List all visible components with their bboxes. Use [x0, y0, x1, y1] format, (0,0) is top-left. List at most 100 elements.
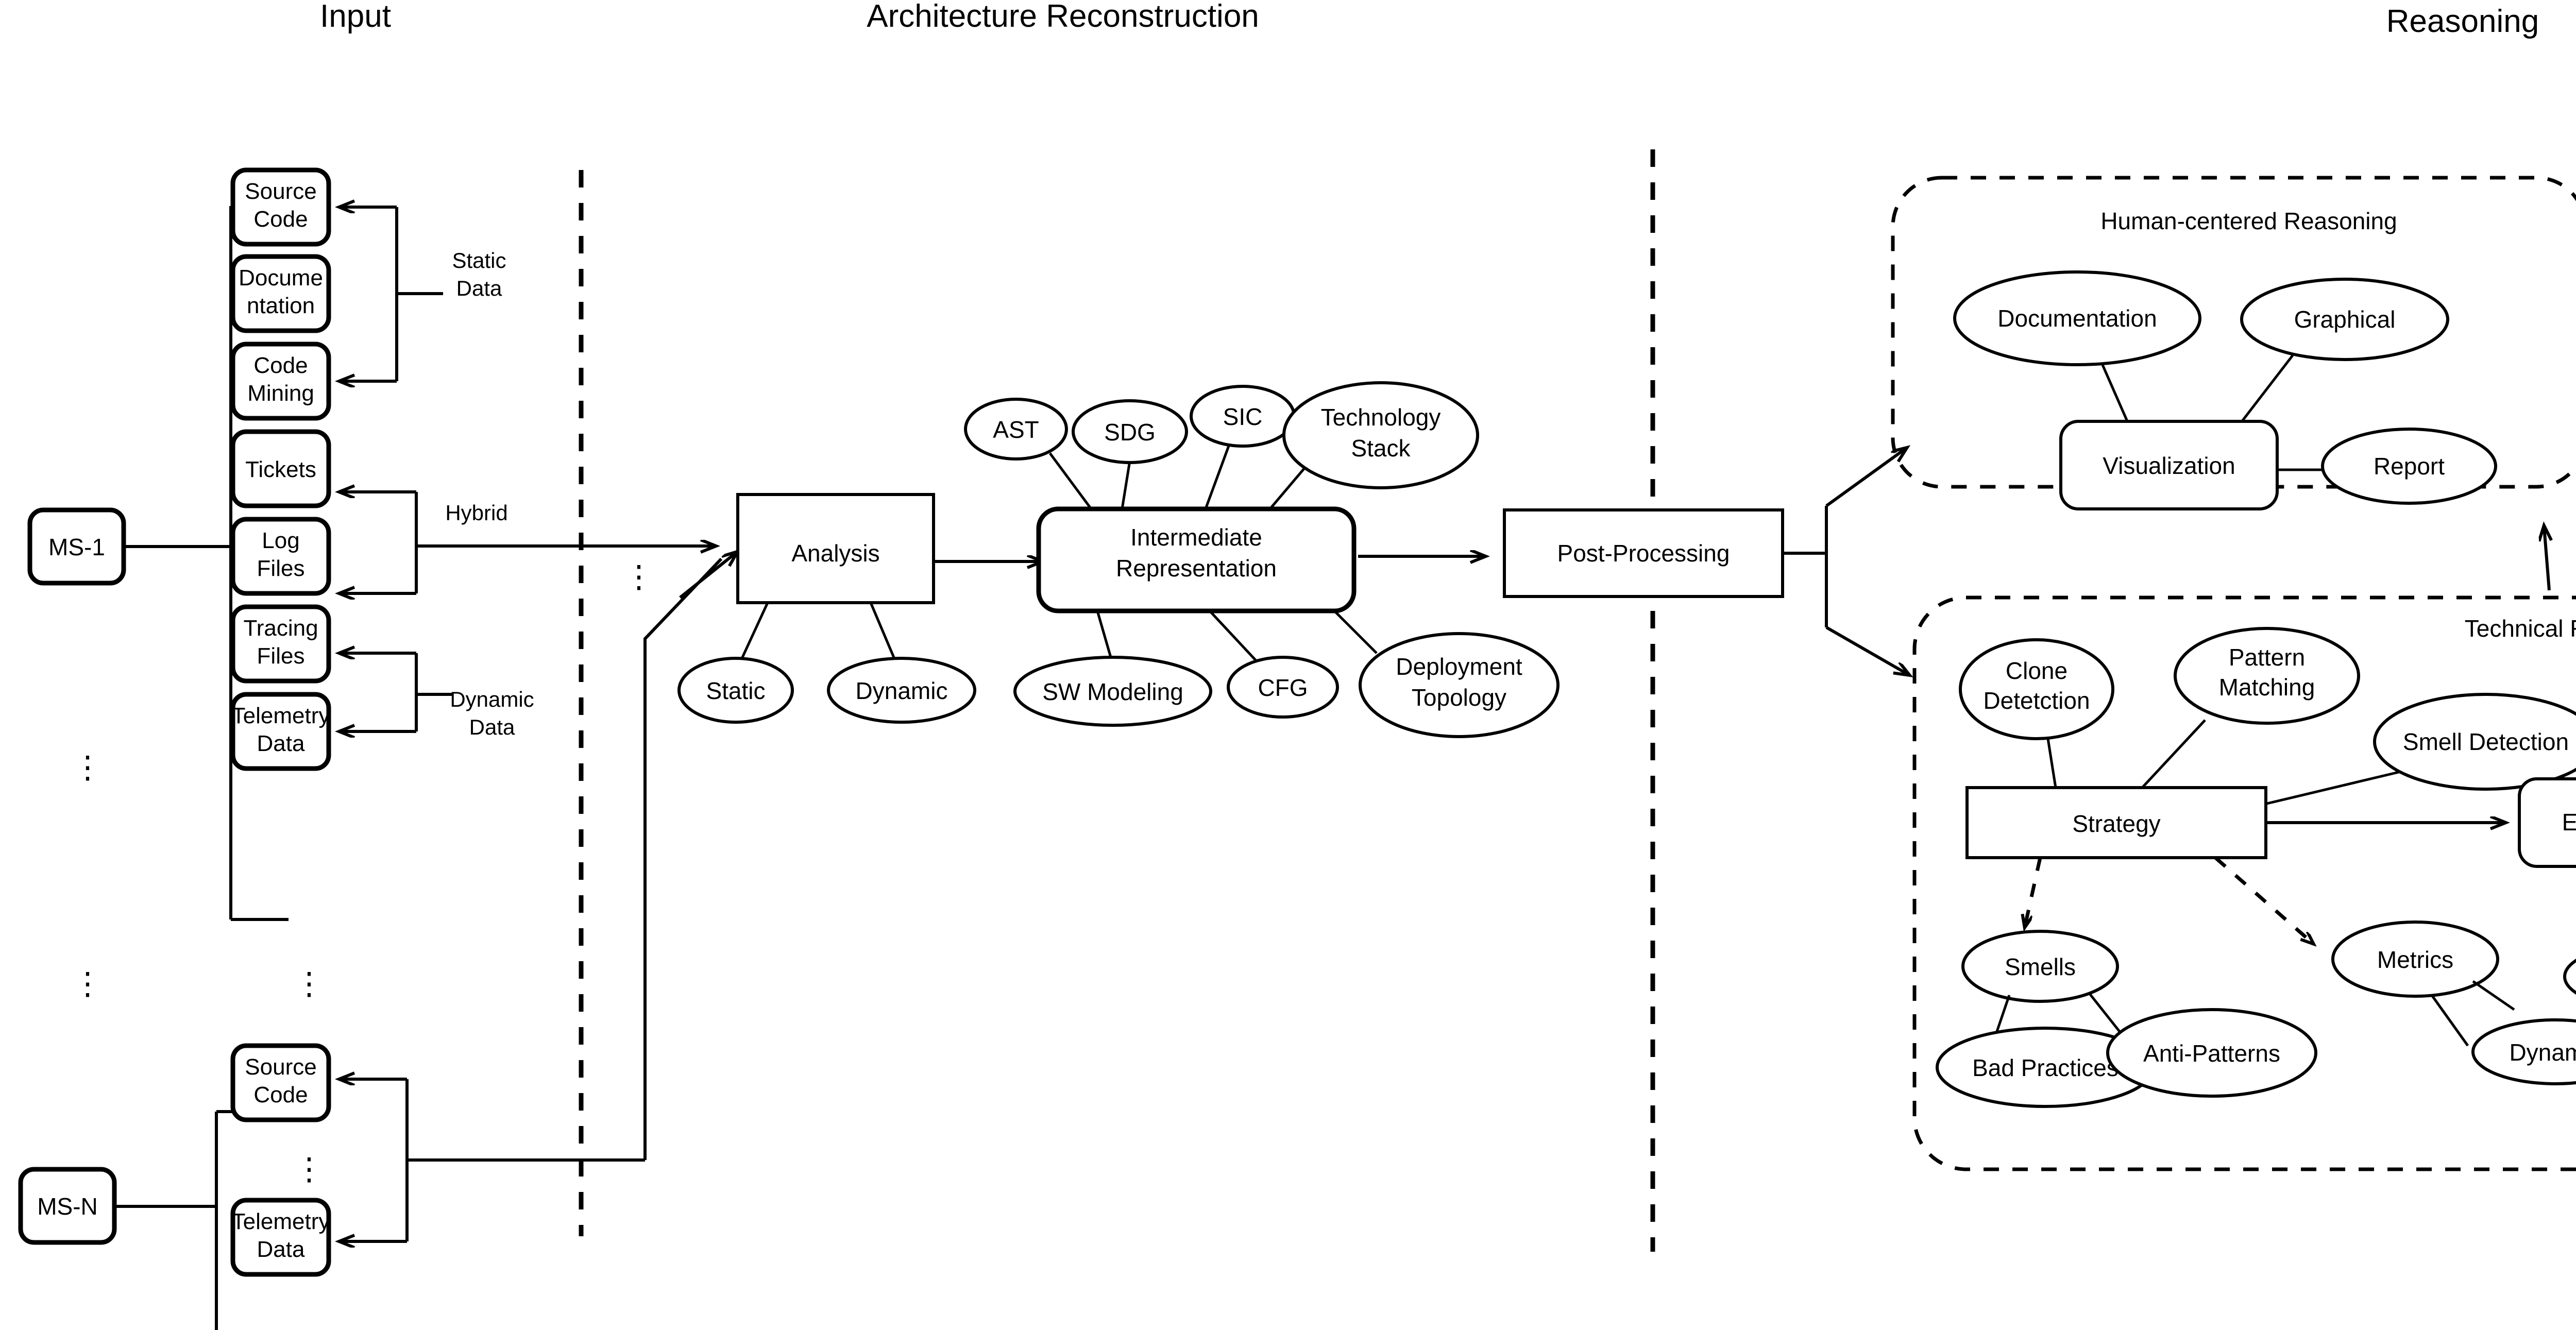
- post-processing-box[interactable]: [1503, 508, 1784, 598]
- clone-detection-line1: Clone: [2006, 657, 2067, 684]
- analysis-label: Analysis: [791, 540, 879, 567]
- artifact-documentation-line1: Docume: [239, 265, 323, 291]
- label-dynamic-data-line2: Data: [469, 715, 515, 739]
- ir-child-technology-stack-ellipse[interactable]: [1282, 381, 1479, 489]
- anti-patterns-ellipse[interactable]: [2106, 1008, 2317, 1098]
- human-centered-reasoning-region: Human-centered Reasoning Documentation G…: [1891, 176, 2576, 510]
- report-ellipse[interactable]: [2321, 428, 2497, 505]
- ir-child-sw-modeling-label: SW Modeling: [1042, 678, 1183, 705]
- documentation-ellipse[interactable]: [1953, 270, 2201, 366]
- ir-child-cfg-ellipse[interactable]: [1227, 656, 1339, 719]
- artifact-source-code-line1: Source: [245, 179, 316, 204]
- pattern-matching-ellipse[interactable]: [2174, 627, 2360, 725]
- header-architecture-reconstruction: Architecture Reconstruction: [867, 0, 1259, 34]
- branch-to-human-reasoning: [1825, 448, 1906, 507]
- ir-child-deployment-topology-ellipse[interactable]: [1359, 632, 1560, 738]
- static-data-bracket: Static Data: [340, 207, 506, 381]
- analysis-child-dynamic-ellipse[interactable]: [827, 657, 976, 724]
- msn-to-analysis-path: [643, 557, 723, 1160]
- ir-child-technology-stack-line1: Technology: [1321, 404, 1441, 431]
- ellipsis-ms-column-2: ⋮: [72, 966, 103, 1001]
- evaluation-box[interactable]: [2518, 777, 2576, 868]
- artifact-tracing-files-line1: Tracing: [243, 616, 318, 641]
- label-dynamic-data-line1: Dynamic: [450, 687, 534, 711]
- postprocessing-branch: [1783, 448, 1909, 675]
- analysis-child-static-ellipse[interactable]: [677, 657, 794, 724]
- graphical-label: Graphical: [2294, 306, 2396, 333]
- artifact-source-code[interactable]: [230, 167, 331, 247]
- msn-artifact-telemetry-data-line1: Telemetry: [232, 1209, 330, 1234]
- artifact-tracing-files-line2: Files: [257, 643, 305, 669]
- ir-child-sic-label: SIC: [1223, 403, 1263, 430]
- artifact-source-code-line2: Code: [253, 207, 308, 232]
- msn-artifact-source-code-line1: Source: [245, 1054, 316, 1080]
- artifact-telemetry-data[interactable]: [230, 692, 331, 771]
- technical-reasoning-title: Technical Reasoning: [2465, 615, 2576, 642]
- msn-to-analysis-arrow: [679, 552, 737, 599]
- ir-child-sdg-label: SDG: [1104, 419, 1156, 446]
- msn-label: MS-N: [37, 1193, 98, 1220]
- ir-child-ast-label: AST: [993, 416, 1039, 443]
- technical-reasoning-region: Technical Reasoning Clone Detetction Pat…: [1912, 595, 2576, 1171]
- artifact-telemetry-data-line2: Data: [257, 731, 305, 756]
- metrics-ellipse[interactable]: [2331, 920, 2499, 998]
- msn-artifact-source-code[interactable]: [230, 1043, 331, 1122]
- artifact-code-mining-line2: Mining: [247, 381, 314, 406]
- clone-detection-line2: Detetction: [1983, 687, 2090, 714]
- metrics-dynamic-ellipse[interactable]: [2471, 1018, 2576, 1085]
- post-processing-group: Post-Processing: [1503, 508, 1784, 598]
- visualization-label: Visualization: [2103, 452, 2235, 479]
- msn-artifact-telemetry-data-line2: Data: [257, 1237, 305, 1262]
- artifact-code-mining[interactable]: [230, 342, 331, 421]
- msn-group: MS-N Source Code Telemetry Data: [18, 1043, 331, 1330]
- anti-patterns-label: Anti-Patterns: [2143, 1040, 2280, 1067]
- artifact-tracing-files[interactable]: [230, 604, 331, 684]
- label-static-data-line2: Data: [456, 276, 502, 300]
- artifact-log-files[interactable]: [230, 517, 331, 596]
- ms1-group: MS-1: [27, 204, 289, 921]
- ellipsis-artifact-column-1: ⋮: [294, 966, 325, 1001]
- label-static-data-line1: Static: [452, 248, 506, 272]
- clone-detection-ellipse[interactable]: [1959, 638, 2114, 740]
- ellipsis-pipeline: ⋮: [623, 559, 654, 594]
- visualization-box[interactable]: [2059, 420, 2279, 510]
- pattern-matching-line2: Matching: [2219, 674, 2315, 701]
- artifact-tickets-label: Tickets: [245, 457, 316, 482]
- branch-to-technical-reasoning: [1825, 626, 1909, 675]
- smells-ellipse[interactable]: [1961, 930, 2119, 1003]
- artifact-log-files-line2: Files: [257, 556, 305, 581]
- technical-uses-human-arrow: [2544, 526, 2549, 591]
- artifact-code-mining-line1: Code: [253, 353, 308, 378]
- smell-detection-ellipse[interactable]: [2373, 693, 2576, 791]
- graphical-ellipse[interactable]: [2240, 278, 2449, 361]
- ir-child-ast-ellipse[interactable]: [964, 398, 1068, 461]
- hybrid-bracket: Hybrid: [340, 492, 581, 593]
- documentation-label: Documentation: [1997, 305, 2157, 332]
- metrics-label: Metrics: [2377, 946, 2453, 973]
- smells-label: Smells: [2005, 953, 2076, 980]
- artifact-telemetry-data-line1: Telemetry: [232, 703, 330, 728]
- ellipsis-ms-column-1: ⋮: [72, 750, 103, 785]
- ir-child-deployment-topology-line1: Deployment: [1396, 653, 1522, 680]
- evaluation-label: Evaluation: [2562, 809, 2576, 835]
- ir-label-line2: Representation: [1116, 555, 1277, 582]
- section-headers: Input Architecture Reconstruction Reason…: [320, 0, 2539, 39]
- intermediate-representation-group: Intermediate Representation AST SDG SIC …: [964, 381, 1560, 738]
- intermediate-representation-box[interactable]: [1036, 506, 1357, 613]
- msn-artifact-source-code-line2: Code: [253, 1082, 308, 1107]
- artifact-documentation[interactable]: [230, 254, 331, 333]
- technical-reasoning-boundary: [1912, 595, 2576, 1171]
- ir-child-sw-modeling-ellipse[interactable]: [1013, 656, 1212, 727]
- analysis-box[interactable]: [736, 493, 935, 604]
- header-reasoning: Reasoning: [2386, 4, 2539, 39]
- metrics-static-ellipse[interactable]: [2563, 945, 2576, 1009]
- strategy-uses-smells-arrow: [2025, 857, 2042, 927]
- bad-practices-label: Bad Practices: [1972, 1054, 2119, 1081]
- artifact-documentation-line2: ntation: [247, 293, 315, 318]
- msn-artifact-telemetry-data[interactable]: [230, 1198, 331, 1277]
- artifact-log-files-line1: Log: [262, 528, 299, 553]
- ir-child-sdg-ellipse[interactable]: [1072, 399, 1188, 464]
- label-hybrid: Hybrid: [445, 501, 507, 525]
- artifact-tickets[interactable]: [230, 429, 331, 508]
